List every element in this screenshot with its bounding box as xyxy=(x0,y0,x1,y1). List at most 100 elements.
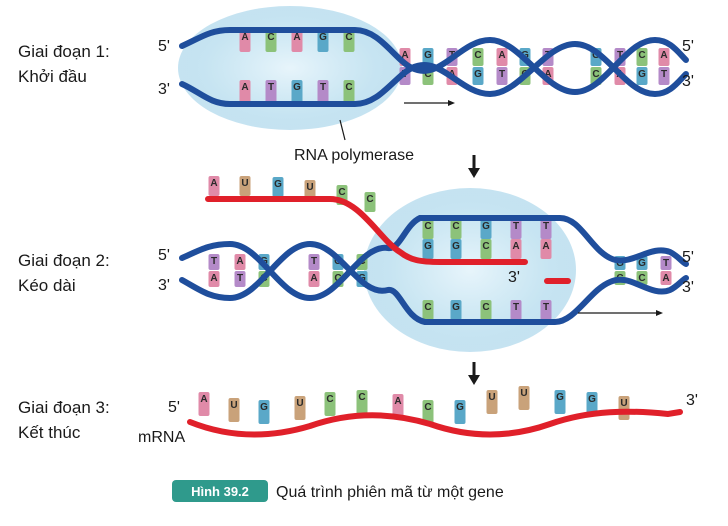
s1-bubble-bottom-base-4 xyxy=(343,80,355,104)
s3-mrna-base-0 xyxy=(198,392,210,416)
s2-bubble-bottom-base-3 xyxy=(510,300,522,320)
s2-tail-base-3 xyxy=(304,180,316,200)
s1-helix-top-base-letter-3: C xyxy=(474,50,481,61)
s2-bubble-bottom-base-1 xyxy=(450,300,462,320)
s2-tail-base-letter-3: U xyxy=(306,182,313,193)
s1-bubble-bottom-base-letter-3: T xyxy=(320,82,326,93)
s1-helix-bottom-base-letter-4: T xyxy=(499,69,505,80)
stage2-five-prime-left: 5' xyxy=(158,247,170,264)
stage1-top-strand xyxy=(179,27,689,96)
stage2-three-prime-right: 3' xyxy=(682,279,694,296)
s2-rna-base-letter-2: C xyxy=(482,241,489,252)
stage1-rna-polymerase-blob xyxy=(178,6,402,130)
rna-polymerase-pointer xyxy=(339,119,346,141)
s1-helix-bottom-base-letter-3: G xyxy=(474,69,482,80)
s1-helix-top-base-letter-10: A xyxy=(660,50,667,61)
s3-mrna-base-5 xyxy=(356,390,368,414)
s2-left-bottom-base-3 xyxy=(308,271,320,287)
stage3-subtitle: Kết thúc xyxy=(18,423,81,442)
s3-mrna-base-12 xyxy=(586,392,598,416)
s1-bubble-bottom-base-1 xyxy=(265,80,277,104)
s2-right-bottom-base-letter-1: C xyxy=(638,273,645,284)
stage2-five-prime-right: 5' xyxy=(682,249,694,266)
s1-bubble-bottom-base-letter-1: T xyxy=(268,82,274,93)
s2-rna-base-1 xyxy=(450,239,462,259)
s1-helix-bottom-base-4 xyxy=(496,67,508,85)
s2-template-base-3 xyxy=(510,219,522,239)
s3-mrna-base-letter-13: U xyxy=(620,398,627,409)
s1-helix-top-base-letter-1: G xyxy=(424,50,432,61)
s2-template-base-letter-0: C xyxy=(424,221,431,232)
s2-left-top-base-1 xyxy=(234,254,246,270)
s2-left-top-base-letter-1: A xyxy=(236,256,243,267)
stage3-five-prime: 5' xyxy=(168,399,180,416)
s1-bubble-bottom-base-letter-2: G xyxy=(293,82,301,93)
s1-bubble-top-base-letter-3: G xyxy=(319,32,327,43)
stage2-rna-polymerase-blob xyxy=(364,188,576,352)
s3-mrna-base-letter-8: G xyxy=(456,402,464,413)
s1-helix-top-base-1 xyxy=(422,48,434,66)
s3-mrna-base-2 xyxy=(258,400,270,424)
stage1-five-prime-right: 5' xyxy=(682,38,694,55)
s2-template-base-letter-2: G xyxy=(482,221,490,232)
s1-helix-top-base-letter-4: A xyxy=(498,50,505,61)
s1-helix-bottom-base-9 xyxy=(636,67,648,85)
s3-mrna-base-letter-2: G xyxy=(260,402,268,413)
s2-tail-base-1 xyxy=(239,176,251,196)
s2-rna-base-letter-0: G xyxy=(424,241,432,252)
arrow-down-1-icon xyxy=(468,155,480,178)
s2-rna-base-3 xyxy=(510,239,522,259)
s2-bubble-bottom-base-4 xyxy=(540,300,552,320)
stage2-bottom-strand xyxy=(179,240,689,325)
s3-mrna-base-6 xyxy=(392,394,404,418)
s3-mrna-base-letter-7: C xyxy=(424,402,431,413)
s2-rna-base-4 xyxy=(540,239,552,259)
s3-mrna-base-7 xyxy=(422,400,434,424)
s2-bubble-bottom-base-2 xyxy=(480,300,492,320)
s2-bubble-bottom-base-letter-3: T xyxy=(513,302,519,313)
s3-mrna-base-letter-4: C xyxy=(326,394,333,405)
s1-helix-bottom-base-letter-10: T xyxy=(661,69,667,80)
s1-bubble-top-base-4 xyxy=(343,30,355,52)
s1-helix-bottom-base-letter-7: C xyxy=(592,69,599,80)
s2-left-top-base-0 xyxy=(208,254,220,270)
stage2-subtitle: Kéo dài xyxy=(18,276,76,295)
s1-bubble-bottom-base-0 xyxy=(239,80,251,104)
s2-tail-base-letter-0: A xyxy=(210,178,217,189)
stage3-three-prime: 3' xyxy=(686,392,698,409)
s1-bubble-top-base-letter-4: C xyxy=(345,32,352,43)
s2-template-base-letter-3: T xyxy=(513,221,519,232)
stage1-five-prime-left: 5' xyxy=(158,38,170,55)
stage1-direction-arrow xyxy=(404,100,455,106)
stage2-three-prime-left: 3' xyxy=(158,277,170,294)
s2-tail-base-letter-1: U xyxy=(241,178,248,189)
s1-helix-bottom-base-letter-1: C xyxy=(424,69,431,80)
s2-right-top-base-letter-1: G xyxy=(638,258,646,269)
s1-bubble-top-base-3 xyxy=(317,30,329,52)
s2-tail-base-0 xyxy=(208,176,220,196)
caption-text: Quá trình phiên mã từ một gene xyxy=(276,484,504,501)
figure-caption: Hình 39.2 Quá trình phiên mã từ một gene xyxy=(172,480,504,502)
s2-tail-base-letter-5: C xyxy=(366,194,373,205)
s1-bubble-top-base-letter-1: C xyxy=(267,32,274,43)
s2-right-top-base-1 xyxy=(636,256,648,270)
s2-bubble-bottom-base-letter-0: C xyxy=(424,302,431,313)
s3-mrna-base-3 xyxy=(294,396,306,420)
s2-rna-base-letter-1: G xyxy=(452,241,460,252)
s3-mrna-base-letter-6: A xyxy=(394,396,401,407)
s2-tail-base-letter-4: C xyxy=(338,187,345,198)
s2-left-bottom-base-0 xyxy=(208,271,220,287)
s2-template-base-4 xyxy=(540,219,552,239)
s1-bubble-top-base-letter-2: A xyxy=(293,32,300,43)
s3-mrna-base-8 xyxy=(454,400,466,424)
s2-right-bottom-base-1 xyxy=(636,271,648,285)
s2-rna-base-letter-4: A xyxy=(542,241,549,252)
arrow-down-2-icon xyxy=(468,362,480,385)
